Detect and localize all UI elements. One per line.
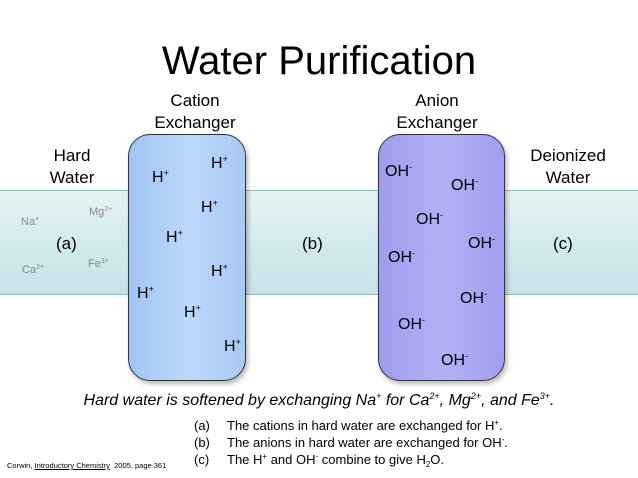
- stage-c-label: (c): [553, 234, 573, 253]
- deionized-water-line2: Water: [545, 168, 591, 187]
- oh-ion: OH-: [388, 248, 415, 267]
- oh-ion: OH-: [451, 176, 478, 195]
- h-ion: H+: [224, 337, 241, 356]
- ca-ion: Ca2+: [22, 264, 45, 276]
- note-b: (b) The anions in hard water are exchang…: [194, 435, 508, 450]
- h-ion: H+: [211, 154, 228, 173]
- anion-header-line1: Anion: [415, 91, 459, 110]
- cation-exchanger: [128, 134, 246, 381]
- anion-header-line2: Exchanger: [396, 113, 478, 132]
- na-ion: Na+: [21, 216, 40, 228]
- oh-ion: OH-: [398, 315, 425, 334]
- h-ion: H+: [152, 168, 169, 187]
- hard-water-line1: Hard: [53, 146, 91, 165]
- h-ion: H+: [184, 303, 201, 322]
- h-ion: H+: [201, 198, 218, 217]
- cation-exchanger-header: Cation Exchanger: [130, 90, 260, 134]
- water-pipe: [0, 190, 638, 295]
- fe-ion: Fe3+: [88, 258, 109, 270]
- note-c: (c) The H+ and OH- combine to give H2O.: [194, 452, 445, 469]
- cation-header-line2: Exchanger: [154, 113, 236, 132]
- h-ion: H+: [137, 284, 154, 303]
- oh-ion: OH-: [460, 289, 487, 308]
- summary-caption: Hard water is softened by exchanging Na+…: [83, 391, 555, 410]
- stage-a-label: (a): [56, 234, 77, 253]
- oh-ion: OH-: [416, 210, 443, 229]
- oh-ion: OH-: [441, 351, 468, 370]
- anion-exchanger: [378, 134, 505, 381]
- h-ion: H+: [166, 228, 183, 247]
- oh-ion: OH-: [468, 234, 495, 253]
- oh-ion: OH-: [385, 162, 412, 181]
- stage-b-label: (b): [302, 234, 323, 253]
- explanation-notes: (a) The cations in hard water are exchan…: [194, 417, 508, 469]
- page-title: Water Purification: [161, 39, 477, 83]
- h-ion: H+: [211, 262, 228, 281]
- anion-exchanger-header: Anion Exchanger: [372, 90, 502, 134]
- cation-header-line1: Cation: [170, 91, 220, 110]
- hard-water-line2: Water: [49, 168, 95, 187]
- mg-ion: Mg2+: [89, 206, 113, 218]
- deionized-water-line1: Deionized: [530, 146, 606, 165]
- citation: Corwin, Introductory Chemistry 2005, pag…: [7, 461, 167, 470]
- note-a: (a) The cations in hard water are exchan…: [194, 418, 503, 433]
- deionized-water-label: Deionized Water: [520, 145, 616, 189]
- hard-water-label: Hard Water: [30, 145, 114, 189]
